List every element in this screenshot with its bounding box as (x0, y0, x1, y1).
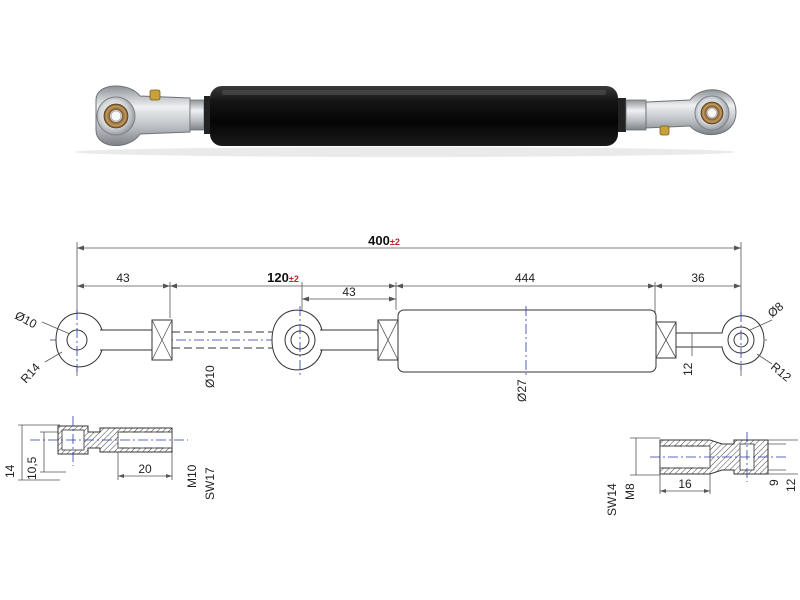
left-section-thread: M10 (185, 464, 199, 488)
right-rod-width-label: 12 (681, 362, 695, 376)
right-rod-end (618, 89, 737, 136)
cylinder-body (210, 86, 618, 146)
right-section-wrench: SW14 (605, 483, 619, 516)
body-outline (397, 309, 657, 373)
body-dia-label: Ø27 (515, 379, 529, 402)
left-eye-dia-label: Ø10 (13, 308, 40, 331)
right-section-inner-height: 9 (767, 479, 781, 486)
left-section-wrench: SW17 (203, 467, 217, 500)
right-section-height: 12 (784, 478, 798, 492)
left-rod-end (95, 85, 210, 147)
rod-dia-label: Ø10 (203, 365, 217, 388)
left-section-view: 14 10,5 20 M10 SW17 (3, 416, 217, 500)
eye-to-nut-label: 43 (116, 271, 130, 285)
main-drawing: 400±2 43 120±2 444 36 43 (13, 233, 795, 402)
stroke-label: 120±2 (267, 270, 299, 285)
left-section-height: 14 (3, 464, 17, 478)
right-section-thread: M8 (623, 483, 637, 500)
right-section-depth: 16 (678, 477, 692, 491)
left-section-depth: 20 (138, 462, 152, 476)
right-section-view: SW14 M8 16 9 12 (605, 432, 798, 516)
left-eye-radius-label: R14 (18, 360, 43, 386)
eye-to-body-label: 43 (342, 285, 356, 299)
right-eye-dia-label: Ø8 (765, 299, 787, 320)
right-eye-outline (675, 312, 765, 370)
grease-nipple-right (659, 125, 670, 136)
right-end-label: 36 (691, 271, 705, 285)
body-length-label: 444 (515, 271, 535, 285)
product-photo (75, 85, 737, 157)
left-section-inner-height: 10,5 (25, 456, 39, 480)
overall-length-label: 400±2 (368, 233, 400, 248)
left-eye-outline (55, 310, 153, 372)
grease-nipple-left (149, 89, 161, 101)
photo-shadow (75, 147, 735, 157)
left-eye-compressed-outline (271, 306, 379, 376)
right-eye-radius-label: R12 (768, 360, 794, 385)
